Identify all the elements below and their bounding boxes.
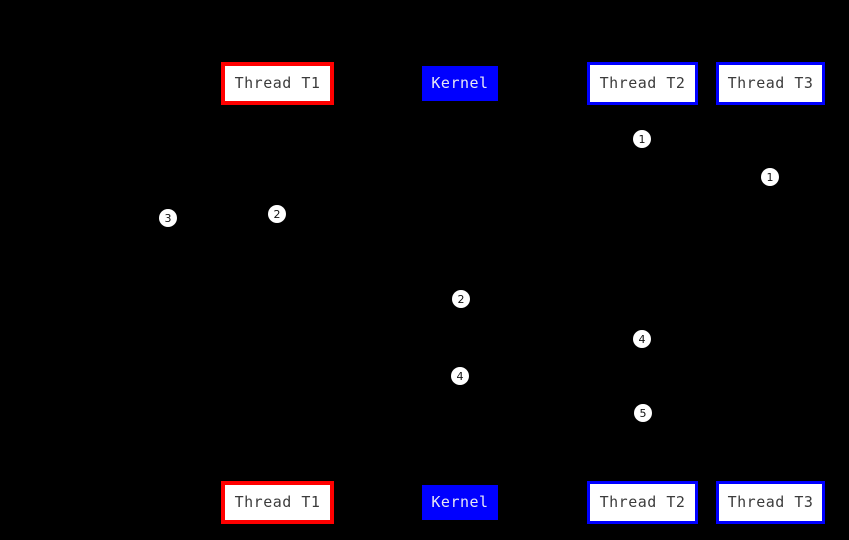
participant-label: Kernel: [431, 74, 489, 92]
lifeline-t3: [770, 105, 771, 481]
marker-k-2: 2: [452, 290, 470, 308]
arrowhead-icon: [636, 174, 642, 180]
participant-label: Thread T2: [599, 493, 686, 511]
participant-box-t2[interactable]: Thread T2: [587, 62, 698, 105]
msg-t1-3: [162, 215, 277, 221]
arrowhead-icon: [642, 373, 648, 379]
lifeline-t2: [642, 105, 643, 481]
participant-label: Thread T2: [599, 74, 686, 92]
participant-box-t1[interactable]: Thread T1: [221, 62, 334, 105]
participant-box-t1b[interactable]: Thread T1: [221, 481, 334, 524]
participant-box-t2b[interactable]: Thread T2: [587, 481, 698, 524]
marker-t2-5: 5: [634, 404, 652, 422]
arrowhead-icon: [770, 136, 776, 142]
msg-t2-1: [642, 136, 776, 142]
arrowhead-icon: [454, 410, 460, 416]
msg-t1-2: [277, 296, 466, 302]
participant-label: Thread T3: [727, 493, 814, 511]
participant-label: Thread T1: [234, 74, 321, 92]
marker-t2-1: 1: [633, 130, 651, 148]
lifeline-t1: [277, 105, 278, 481]
marker-k-4: 4: [451, 367, 469, 385]
participant-box-kernel[interactable]: Kernel: [422, 66, 498, 101]
marker-t1-3: 3: [159, 209, 177, 227]
msg-t2-5: [454, 410, 642, 416]
participant-box-t3[interactable]: Thread T3: [716, 62, 825, 105]
participant-box-kernelb[interactable]: Kernel: [422, 485, 498, 520]
participant-label: Thread T1: [234, 493, 321, 511]
marker-t1-2: 2: [268, 205, 286, 223]
marker-t2-4: 4: [633, 330, 651, 348]
msg-k-4: [460, 336, 648, 342]
participant-box-t3b[interactable]: Thread T3: [716, 481, 825, 524]
participant-label: Kernel: [431, 493, 489, 511]
marker-t3-1: 1: [761, 168, 779, 186]
msg-t3-1: [636, 174, 770, 180]
msg-k-4b: [460, 373, 648, 379]
participant-label: Thread T3: [727, 74, 814, 92]
